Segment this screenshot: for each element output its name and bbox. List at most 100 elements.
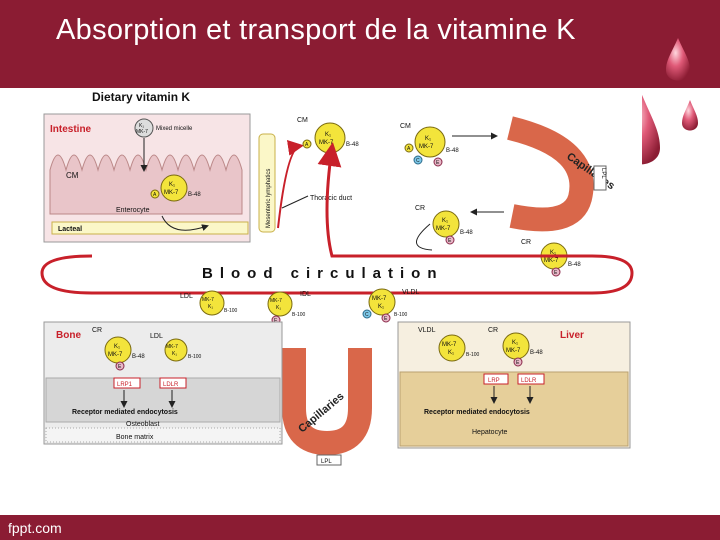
intestine-title: Intestine	[50, 124, 92, 135]
bone-cr-k1: K₁	[114, 344, 120, 350]
cm-right-c-label: C	[416, 158, 420, 164]
bone-matrix	[45, 427, 281, 443]
vldl-k1: K₁	[378, 304, 384, 310]
cm-top-mk7: MK-7	[319, 140, 334, 146]
cr-right-e	[551, 267, 561, 277]
liver-cr-label: CR	[488, 327, 498, 334]
cm-top-a-label: A	[305, 142, 309, 148]
cm-top-a	[302, 139, 312, 149]
ldl	[199, 290, 225, 316]
bone-lrp1-box	[113, 377, 141, 389]
cr-right-k1: K₁	[550, 250, 556, 256]
micelle-mk7: MK-7	[136, 129, 148, 135]
enterocyte-label: Enterocyte	[116, 207, 150, 214]
enterocyte-to-lacteal	[161, 215, 209, 231]
cm-right-c	[413, 155, 423, 165]
dietary-title: Dietary vitamin K	[92, 90, 190, 104]
liver-vldl-k1: K₁	[448, 350, 454, 356]
liver-vldl-b100: B-100	[466, 352, 480, 358]
bone-ldl	[164, 338, 188, 362]
idl-mk7: MK-7	[270, 298, 282, 304]
liver-cr	[502, 332, 530, 360]
intestine-cm-label: CM	[66, 171, 79, 180]
bone-cr-b48: B-48	[132, 354, 145, 360]
hepatocyte-label: Hepatocyte	[472, 429, 508, 436]
liver-vldl-label: VLDL	[418, 327, 436, 334]
cm-ent-mk7: MK-7	[164, 190, 179, 196]
intestine-panel: Intestine CM Enterocyte Lacteal K₁ MK-7 …	[43, 113, 251, 243]
cm-enterocyte	[160, 174, 188, 202]
mixed-micelle	[134, 118, 154, 138]
liver-ldlr: LDLR	[521, 378, 537, 384]
cm-ent-k1: K₁	[169, 182, 175, 188]
cm-right	[414, 126, 446, 158]
lower-lpl: LPL	[321, 459, 332, 465]
header-band: Absorption et transport de la vitamine K	[0, 0, 720, 88]
cr-top-label: CR	[415, 205, 425, 212]
liver-cr-k1: K₁	[512, 340, 518, 346]
idl-b100: B-100	[292, 312, 306, 318]
vldl-e	[381, 313, 391, 323]
cr-right-mk7: MK-7	[544, 258, 559, 264]
slide-title: Absorption et transport de la vitamine K	[56, 14, 576, 46]
cr-top-e	[445, 235, 455, 245]
cm-ent-a	[150, 189, 160, 199]
bone-lrp1: LRP1	[117, 382, 133, 388]
cr-top-mk7: MK-7	[436, 226, 451, 232]
footer-text: fppt.com	[8, 520, 62, 536]
bone-ldlr: LDLR	[163, 382, 179, 388]
idl	[267, 291, 293, 317]
upper-lpl: LPL	[600, 168, 606, 179]
liver-cr-b48: B-48	[530, 350, 543, 356]
liver-lrp: LRP	[488, 378, 500, 384]
ldl-label: LDL	[180, 293, 193, 300]
bone-ldl-label: LDL	[150, 333, 163, 340]
liver-cr-e	[513, 357, 523, 367]
cr-right-b48: B-48	[568, 262, 581, 268]
cm-right-mk7: MK-7	[419, 144, 434, 150]
liver-title: Liver	[560, 330, 584, 341]
circulation-loop	[40, 142, 634, 295]
liver-ldlr-box	[517, 373, 545, 385]
vitamin-k-diagram: Dietary vitamin K Intestine CM Enterocyt…	[32, 88, 642, 468]
bone-ldlr-box	[159, 377, 187, 389]
cm-right-e	[433, 157, 443, 167]
cr-curve	[416, 223, 433, 251]
vldl	[368, 288, 396, 316]
vldl-e-label: E	[384, 316, 388, 322]
bone-ldl-b100: B-100	[188, 354, 202, 360]
cm-right-label: CM	[400, 123, 411, 130]
micelle-k1: K₁	[139, 123, 144, 129]
bone-cr-mk7: MK-7	[108, 352, 123, 358]
bone-matrix-label: Bone matrix	[116, 434, 154, 441]
cm-right-k1: K₁	[425, 136, 431, 142]
cm-ent-a-label: A	[153, 192, 157, 198]
ldl-mk7: MK-7	[202, 297, 214, 303]
cr-top-k1: K₁	[442, 218, 448, 224]
bone-ldl-k1: K₁	[172, 351, 177, 357]
liver-lrp-box	[483, 373, 509, 385]
bone-cr	[104, 336, 132, 364]
footer-band: fppt.com	[0, 515, 720, 540]
idl-e-label: E	[274, 318, 278, 324]
cr-top-b48: B-48	[460, 230, 473, 236]
cr-right-e-label: E	[554, 270, 558, 276]
bone-ldl-mk7: MK-7	[166, 344, 178, 350]
lymphatics-label: Mesenteric lymphatics	[266, 169, 272, 228]
upper-capillary	[507, 116, 594, 232]
cm-top-b48: B-48	[346, 142, 359, 148]
thoracic-arrow	[281, 195, 309, 209]
bone-title: Bone	[56, 330, 81, 341]
bone-cr-label: CR	[92, 327, 102, 334]
upper-lpl-box	[593, 165, 607, 191]
cm-top-k1: K₁	[325, 132, 331, 138]
lymph-to-blood	[277, 139, 304, 229]
idl-label: IDL	[300, 291, 311, 298]
liver-cr-mk7: MK-7	[506, 348, 521, 354]
cm-right-e-label: E	[436, 160, 440, 166]
liver-vldl-mk7: MK-7	[442, 342, 457, 348]
vldl-b100: B-100	[394, 312, 408, 318]
drop-medium	[666, 38, 690, 81]
lacteal	[51, 221, 249, 235]
